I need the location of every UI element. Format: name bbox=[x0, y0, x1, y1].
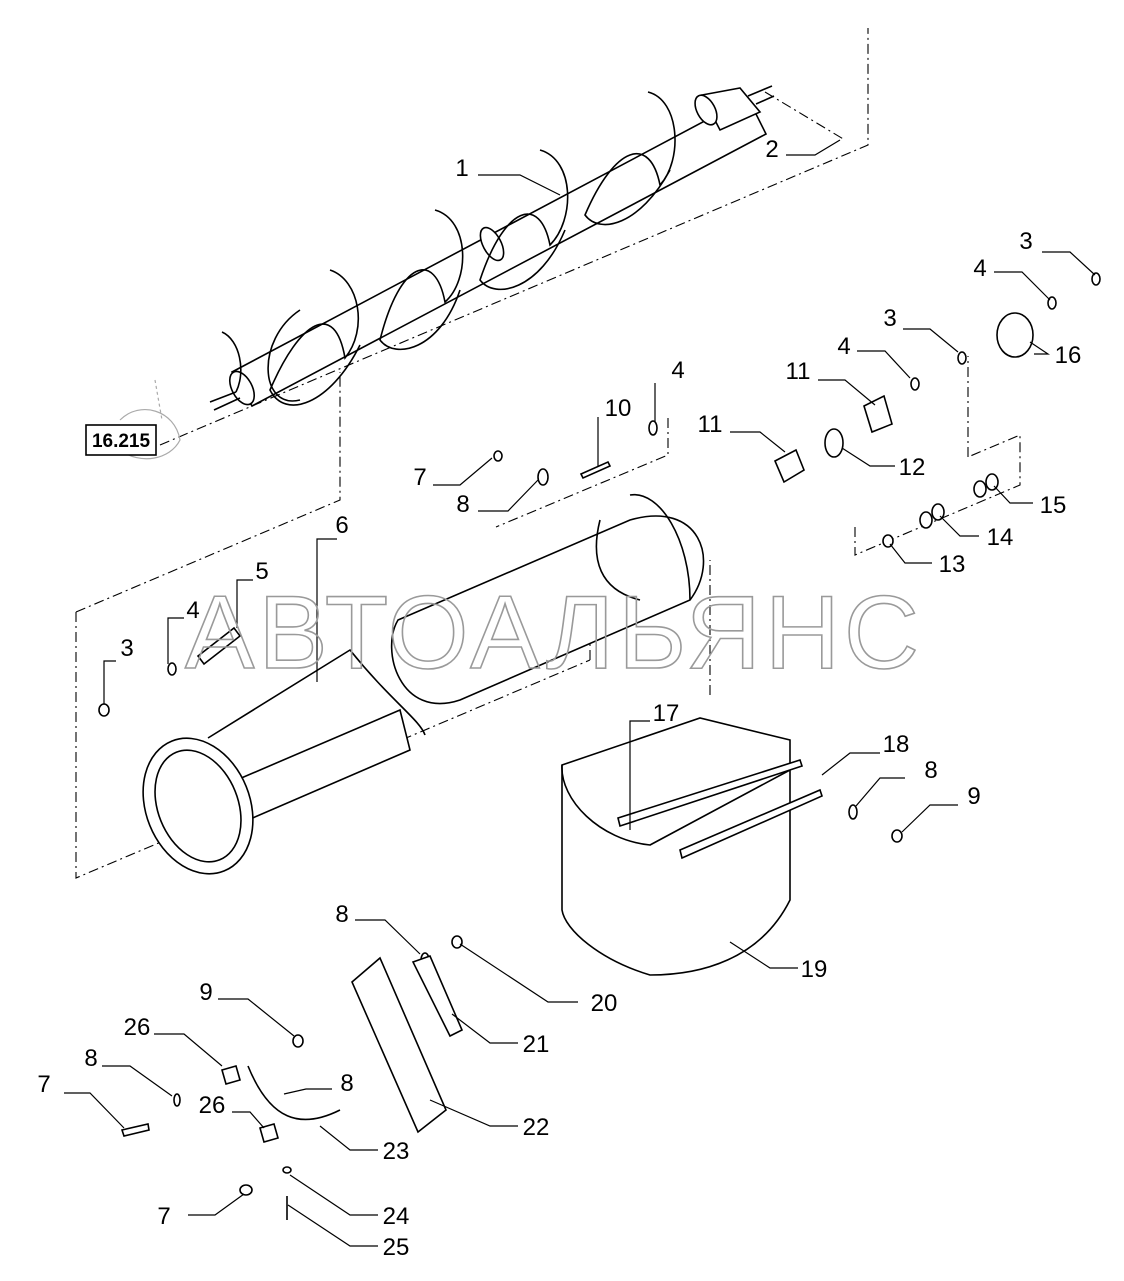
callout-17: 17 bbox=[653, 700, 680, 727]
callout-8-lower: 8 bbox=[335, 901, 348, 928]
callout-25: 25 bbox=[383, 1234, 410, 1261]
reference-box bbox=[85, 424, 157, 456]
callout-16: 16 bbox=[1055, 342, 1082, 369]
callout-21: 21 bbox=[523, 1031, 550, 1058]
callout-24: 24 bbox=[383, 1203, 410, 1230]
callout-9-right: 9 bbox=[967, 783, 980, 810]
callout-18: 18 bbox=[883, 731, 910, 758]
reference-box-group: 16.215 bbox=[85, 379, 181, 460]
callout-1: 1 bbox=[455, 155, 468, 182]
callout-9-lower: 9 bbox=[199, 979, 212, 1006]
callout-20: 20 bbox=[591, 990, 618, 1017]
callout-10: 10 bbox=[605, 395, 632, 422]
leader-lines bbox=[64, 139, 1096, 1247]
callout-3-left: 3 bbox=[120, 635, 133, 662]
callout-4-bolt: 4 bbox=[671, 357, 684, 384]
callout-3-top: 3 bbox=[1019, 228, 1032, 255]
callout-11-upper: 11 bbox=[786, 358, 811, 385]
callout-8-bottom: 8 bbox=[340, 1070, 353, 1097]
callout-12: 12 bbox=[899, 454, 926, 481]
callout-23: 23 bbox=[383, 1138, 410, 1165]
callout-6: 6 bbox=[335, 512, 348, 539]
reference-box-label: 16.215 bbox=[92, 431, 151, 452]
callout-7-bottom: 7 bbox=[157, 1203, 170, 1230]
callout-26-upper: 26 bbox=[124, 1014, 151, 1041]
cover-housing bbox=[561, 717, 823, 976]
callout-22: 22 bbox=[523, 1114, 550, 1141]
callout-7-upper: 7 bbox=[413, 464, 426, 491]
callout-13: 13 bbox=[939, 551, 966, 578]
callout-15: 15 bbox=[1040, 492, 1067, 519]
callout-8-left: 8 bbox=[84, 1045, 97, 1072]
callout-8-upper: 8 bbox=[456, 491, 469, 518]
callout-5: 5 bbox=[255, 558, 268, 585]
watermark: АВТОАЛЬЯНС bbox=[185, 575, 923, 691]
callout-4-left: 4 bbox=[186, 597, 199, 624]
assembly-outlines bbox=[75, 28, 1021, 879]
callout-4-mid: 4 bbox=[837, 333, 850, 360]
callout-7-left: 7 bbox=[37, 1071, 50, 1098]
auger-shaft bbox=[209, 85, 775, 411]
fasteners bbox=[98, 272, 1101, 1220]
callout-labels: 1 2 3 4 3 16 4 11 10 4 11 12 7 8 15 14 1… bbox=[37, 136, 1081, 1261]
callout-4-top: 4 bbox=[973, 255, 986, 282]
trough-tube bbox=[142, 494, 705, 875]
callout-2: 2 bbox=[765, 136, 778, 163]
callout-11-lower: 11 bbox=[698, 411, 723, 438]
callout-26-lower: 26 bbox=[199, 1092, 226, 1119]
callout-14: 14 bbox=[987, 524, 1014, 551]
callout-19: 19 bbox=[801, 956, 828, 983]
callout-8-right: 8 bbox=[924, 757, 937, 784]
lower-brackets bbox=[221, 954, 464, 1143]
callout-3-mid: 3 bbox=[883, 305, 896, 332]
